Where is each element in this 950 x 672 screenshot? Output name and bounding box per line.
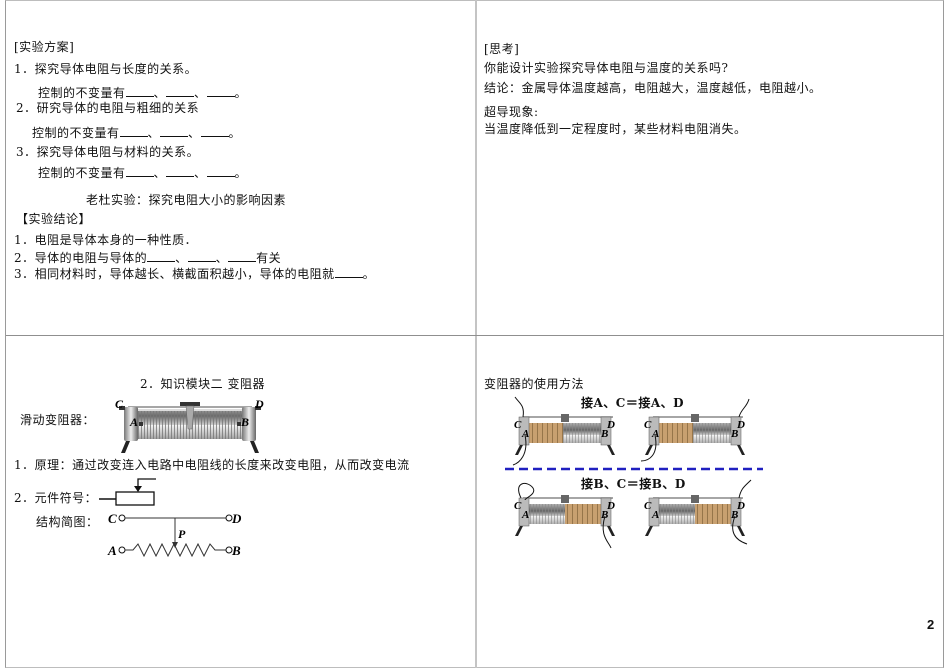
structure-p-label: P	[178, 527, 186, 541]
dashed-divider	[505, 467, 763, 471]
plan-heading: [实验方案]	[14, 40, 75, 54]
svg-text:C: C	[514, 500, 522, 512]
svg-text:A: A	[651, 428, 659, 440]
svg-text:D: D	[606, 500, 615, 512]
svg-text:B: B	[600, 428, 608, 440]
blank[interactable]	[228, 250, 257, 262]
usage-rule-2: 接B、C＝接B、D	[581, 477, 686, 491]
page-border	[5, 0, 944, 668]
svg-text:B: B	[730, 509, 738, 521]
plan-item-3: 3．探究导体电阻与材料的关系。	[16, 145, 200, 159]
svg-text:C: C	[644, 419, 652, 431]
structure-diagram: C D P A B	[107, 511, 242, 558]
blank[interactable]	[160, 125, 189, 137]
blank[interactable]	[200, 125, 229, 137]
thinking-conclusion: 结论：金属导体温度越高，电阻越大，温度越低，电阻越小。	[484, 81, 822, 95]
terminal-d-label: D	[254, 397, 264, 411]
terminal-b-label: B	[240, 415, 249, 429]
blank[interactable]	[125, 85, 154, 97]
blank[interactable]	[147, 250, 176, 262]
svg-text:A: A	[521, 509, 529, 521]
page-number: 2	[927, 617, 935, 632]
terminal-c-label: C	[115, 397, 124, 411]
svg-text:B: B	[730, 428, 738, 440]
blank[interactable]	[166, 85, 195, 97]
blank[interactable]	[166, 165, 195, 177]
superconductor-text: 当温度降低到一定程度时，某些材料电阻消失。	[484, 122, 747, 136]
conclusion-1: 1．电阻是导体本身的一种性质．	[14, 233, 198, 247]
slider-label: 滑动变阻器：	[20, 413, 96, 427]
blank[interactable]	[334, 266, 363, 278]
plan-item-2-controls: 控制的不变量有、、。	[32, 125, 242, 140]
plan-item-1-controls: 控制的不变量有、、。	[38, 85, 248, 100]
conclusion-2: 2．导体的电阻与导体的、、有关	[14, 250, 282, 265]
svg-text:D: D	[736, 419, 745, 431]
blank[interactable]	[206, 165, 235, 177]
svg-text:C: C	[514, 419, 522, 431]
structure-d-label: D	[231, 511, 242, 526]
structure-a-label: A	[107, 543, 117, 558]
module-title: 2．知识模块二 变阻器	[140, 377, 265, 391]
rheostat-usage-a-c: C D A B	[512, 396, 615, 466]
structure-c-label: C	[108, 511, 117, 526]
vertical-divider	[475, 0, 477, 668]
terminal-a-label: A	[129, 415, 138, 429]
rheostat-usage-b-c: C D A B	[514, 482, 615, 549]
superconductor-title: 超导现象:	[484, 105, 539, 119]
conclusion-heading: 【实验结论】	[16, 212, 92, 226]
plan-item-3-controls: 控制的不变量有、、。	[38, 165, 248, 180]
blank[interactable]	[125, 165, 154, 177]
rheostat-usage-b-d: C D A B	[644, 479, 752, 545]
usage-title: 变阻器的使用方法	[484, 377, 585, 391]
svg-text:D: D	[606, 419, 615, 431]
blank[interactable]	[119, 125, 148, 137]
experiment-title: 老杜实验：探究电阻大小的影响因素	[86, 193, 287, 207]
plan-item-1: 1．探究导体电阻与长度的关系。	[14, 62, 198, 76]
thinking-question: 你能设计实验探究导体电阻与温度的关系吗?	[484, 61, 729, 75]
usage-images-row-1: C D A B C D A B	[512, 396, 750, 466]
svg-text:B: B	[600, 509, 608, 521]
rheostat-symbol	[99, 478, 156, 506]
principle-text: 1．原理：通过改变连入电路中电阻线的长度来改变电阻，从而改变电流	[14, 458, 410, 472]
plan-item-2: 2．研究导体的电阻与粗细的关系	[16, 101, 200, 115]
horizontal-divider	[6, 335, 944, 336]
structure-b-label: B	[231, 543, 241, 558]
svg-text:D: D	[736, 500, 745, 512]
svg-text:A: A	[521, 428, 529, 440]
usage-images-row-2: C D A B C D A B	[514, 479, 752, 549]
symbol-label: 2．元件符号：	[14, 491, 98, 505]
usage-rule-1: 接A、C＝接A、D	[581, 396, 685, 410]
thinking-heading: [思考]	[484, 42, 520, 56]
rheostat-image: C D A B	[115, 397, 264, 453]
conclusion-3: 3．相同材料时，导体越长、横截面积越小，导体的电阻就。	[14, 266, 376, 281]
svg-text:A: A	[651, 509, 659, 521]
blank[interactable]	[187, 250, 216, 262]
structure-label: 结构简图：	[36, 515, 99, 529]
rheostat-usage-a-d: C D A B	[640, 398, 750, 462]
svg-text:C: C	[644, 500, 652, 512]
blank[interactable]	[206, 85, 235, 97]
